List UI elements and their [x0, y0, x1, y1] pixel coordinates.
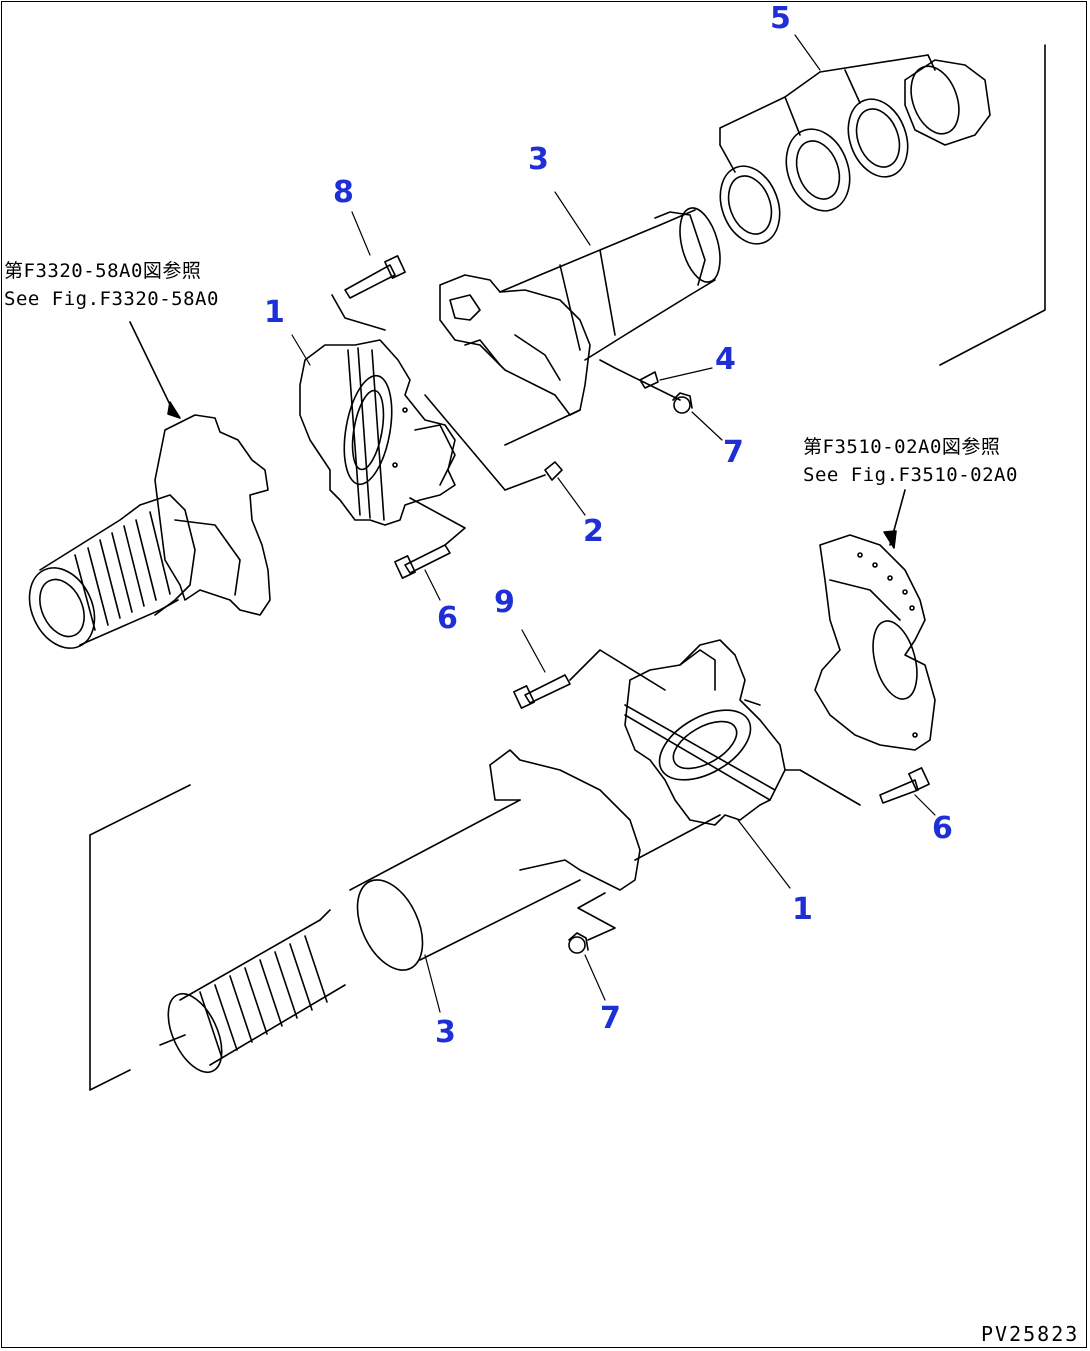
nut-7-lower	[568, 932, 589, 954]
left-flange-yoke	[28, 414, 271, 649]
seal-bracket-tick-0	[719, 144, 736, 173]
callout-1-lower: 1	[792, 892, 813, 927]
right-flange-yoke	[814, 534, 936, 751]
left-reference-jp: 第F3320-58A0図参照	[4, 260, 202, 282]
bolt-8-leader	[331, 294, 386, 331]
lower-centerline	[634, 814, 721, 861]
bolt-9	[513, 674, 571, 709]
bolt-6-lower	[879, 767, 930, 804]
drawing-code: PV25823	[981, 1322, 1080, 1346]
left-reference-arrowhead	[167, 401, 181, 419]
callout-3-upper: 3	[528, 142, 549, 177]
callout-2: 2	[583, 514, 604, 549]
lower-bearing-housing	[624, 639, 786, 826]
callout-9: 9	[494, 585, 515, 620]
upper-bearing-housing	[299, 339, 456, 526]
callout-6-lower: 6	[932, 811, 953, 846]
pin-4	[639, 371, 659, 389]
callout-6-upper: 6	[437, 601, 458, 636]
right-reference-en: See Fig.F3510-02A0	[803, 464, 1018, 486]
callout-3-lower: 3	[435, 1015, 456, 1050]
callout-1-upper: 1	[264, 295, 285, 330]
callout-4: 4	[715, 342, 736, 377]
lower-group-bracket	[89, 784, 191, 1091]
seal-ring-set	[719, 59, 991, 245]
lower-shaft	[167, 749, 641, 1073]
seal-bracket-tick-1	[784, 96, 801, 136]
callout-5: 5	[770, 1, 791, 36]
bolt-6-lower-leader	[784, 769, 861, 806]
upper-tube	[499, 207, 721, 361]
seal-bracket-tick-3	[927, 54, 936, 71]
left-reference-leader	[129, 321, 176, 416]
bolt-9-leader	[569, 649, 666, 691]
seal-bracket-tick-2	[844, 69, 861, 104]
upper-carrier-bracket	[439, 274, 591, 416]
upper-centerline	[599, 359, 681, 401]
left-reference-en: See Fig.F3320-58A0	[4, 288, 219, 310]
right-reference-jp: 第F3510-02A0図参照	[803, 436, 1001, 458]
callout-7-upper: 7	[723, 435, 744, 470]
nut-7-lower-leader	[577, 892, 616, 941]
callout-leaders	[291, 34, 936, 1013]
housing-to-bracket-line	[504, 409, 581, 446]
nut-7-upper	[672, 392, 693, 414]
bolt-8	[344, 255, 406, 299]
lower-centerline-end	[159, 1034, 186, 1046]
callout-8: 8	[333, 175, 354, 210]
bolt-6-upper-leader	[409, 497, 466, 546]
bolt-6-upper	[394, 544, 451, 579]
callout-7-lower: 7	[600, 1001, 621, 1036]
upper-group-bracket	[939, 44, 1046, 366]
right-reference-arrowhead	[883, 530, 897, 549]
grease-fitting-2	[424, 394, 563, 491]
